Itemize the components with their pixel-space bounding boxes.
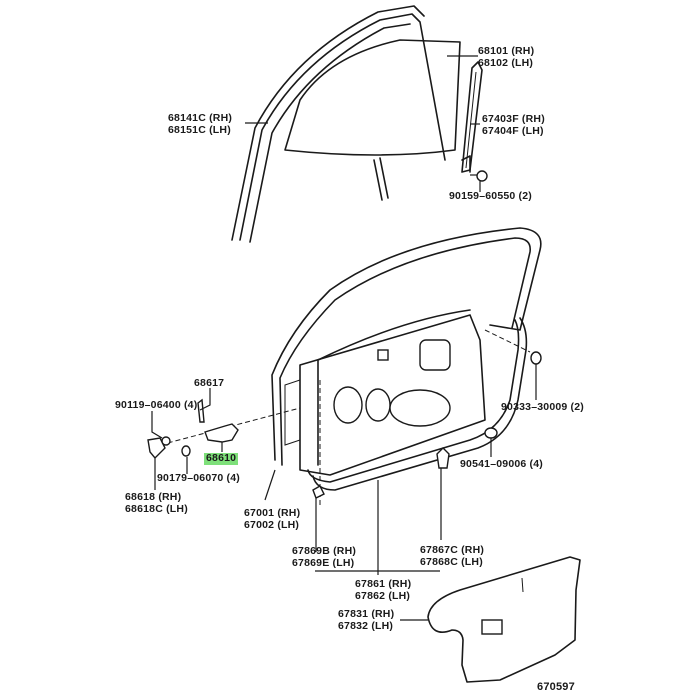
label-door-glass[interactable]: 68101 (RH) 68102 (LH) [478,45,535,69]
label-hinge-nut[interactable]: 90179–06070 (4) [157,472,240,484]
label-hinge-bolt[interactable]: 90119–06400 (4) [115,399,198,411]
label-hole-plug[interactable]: 90541–09006 (4) [460,458,543,470]
label-check-assy[interactable]: 68610 [204,452,239,465]
label-hinge[interactable]: 68618 (RH) 68618C (LH) [125,491,188,515]
figure-number: 670597 [537,681,575,693]
rear-channel-drawing [461,61,488,182]
hole-plug-drawing [484,427,498,439]
hinge-drawing [147,398,239,460]
plug-drawing [530,351,542,365]
label-channel-bolt[interactable]: 90159–60550 (2) [449,190,532,202]
label-weatherstrip[interactable]: 67861 (RH) 67862 (LH) [355,578,412,602]
label-weatherstrip-clip-a[interactable]: 67869B (RH) 67869E (LH) [292,545,357,569]
label-plug[interactable]: 90333–30009 (2) [501,401,584,413]
service-hole-cover-drawing [427,556,581,683]
label-door-panel[interactable]: 67001 (RH) 67002 (LH) [244,507,301,531]
door-panel-drawing [271,227,542,491]
label-hinge-pin[interactable]: 68617 [194,377,225,389]
label-weatherstrip-clip-b[interactable]: 67867C (RH) 67868C (LH) [420,544,485,568]
label-glass-run[interactable]: 68141C (RH) 68151C (LH) [168,112,233,136]
door-glass-drawing [284,39,461,156]
leader-lines [151,55,537,621]
label-service-hole-cover[interactable]: 67831 (RH) 67832 (LH) [338,608,395,632]
glass-run-drawing [231,5,446,243]
label-rear-channel[interactable]: 67403F (RH) 67404F (LH) [482,113,545,137]
